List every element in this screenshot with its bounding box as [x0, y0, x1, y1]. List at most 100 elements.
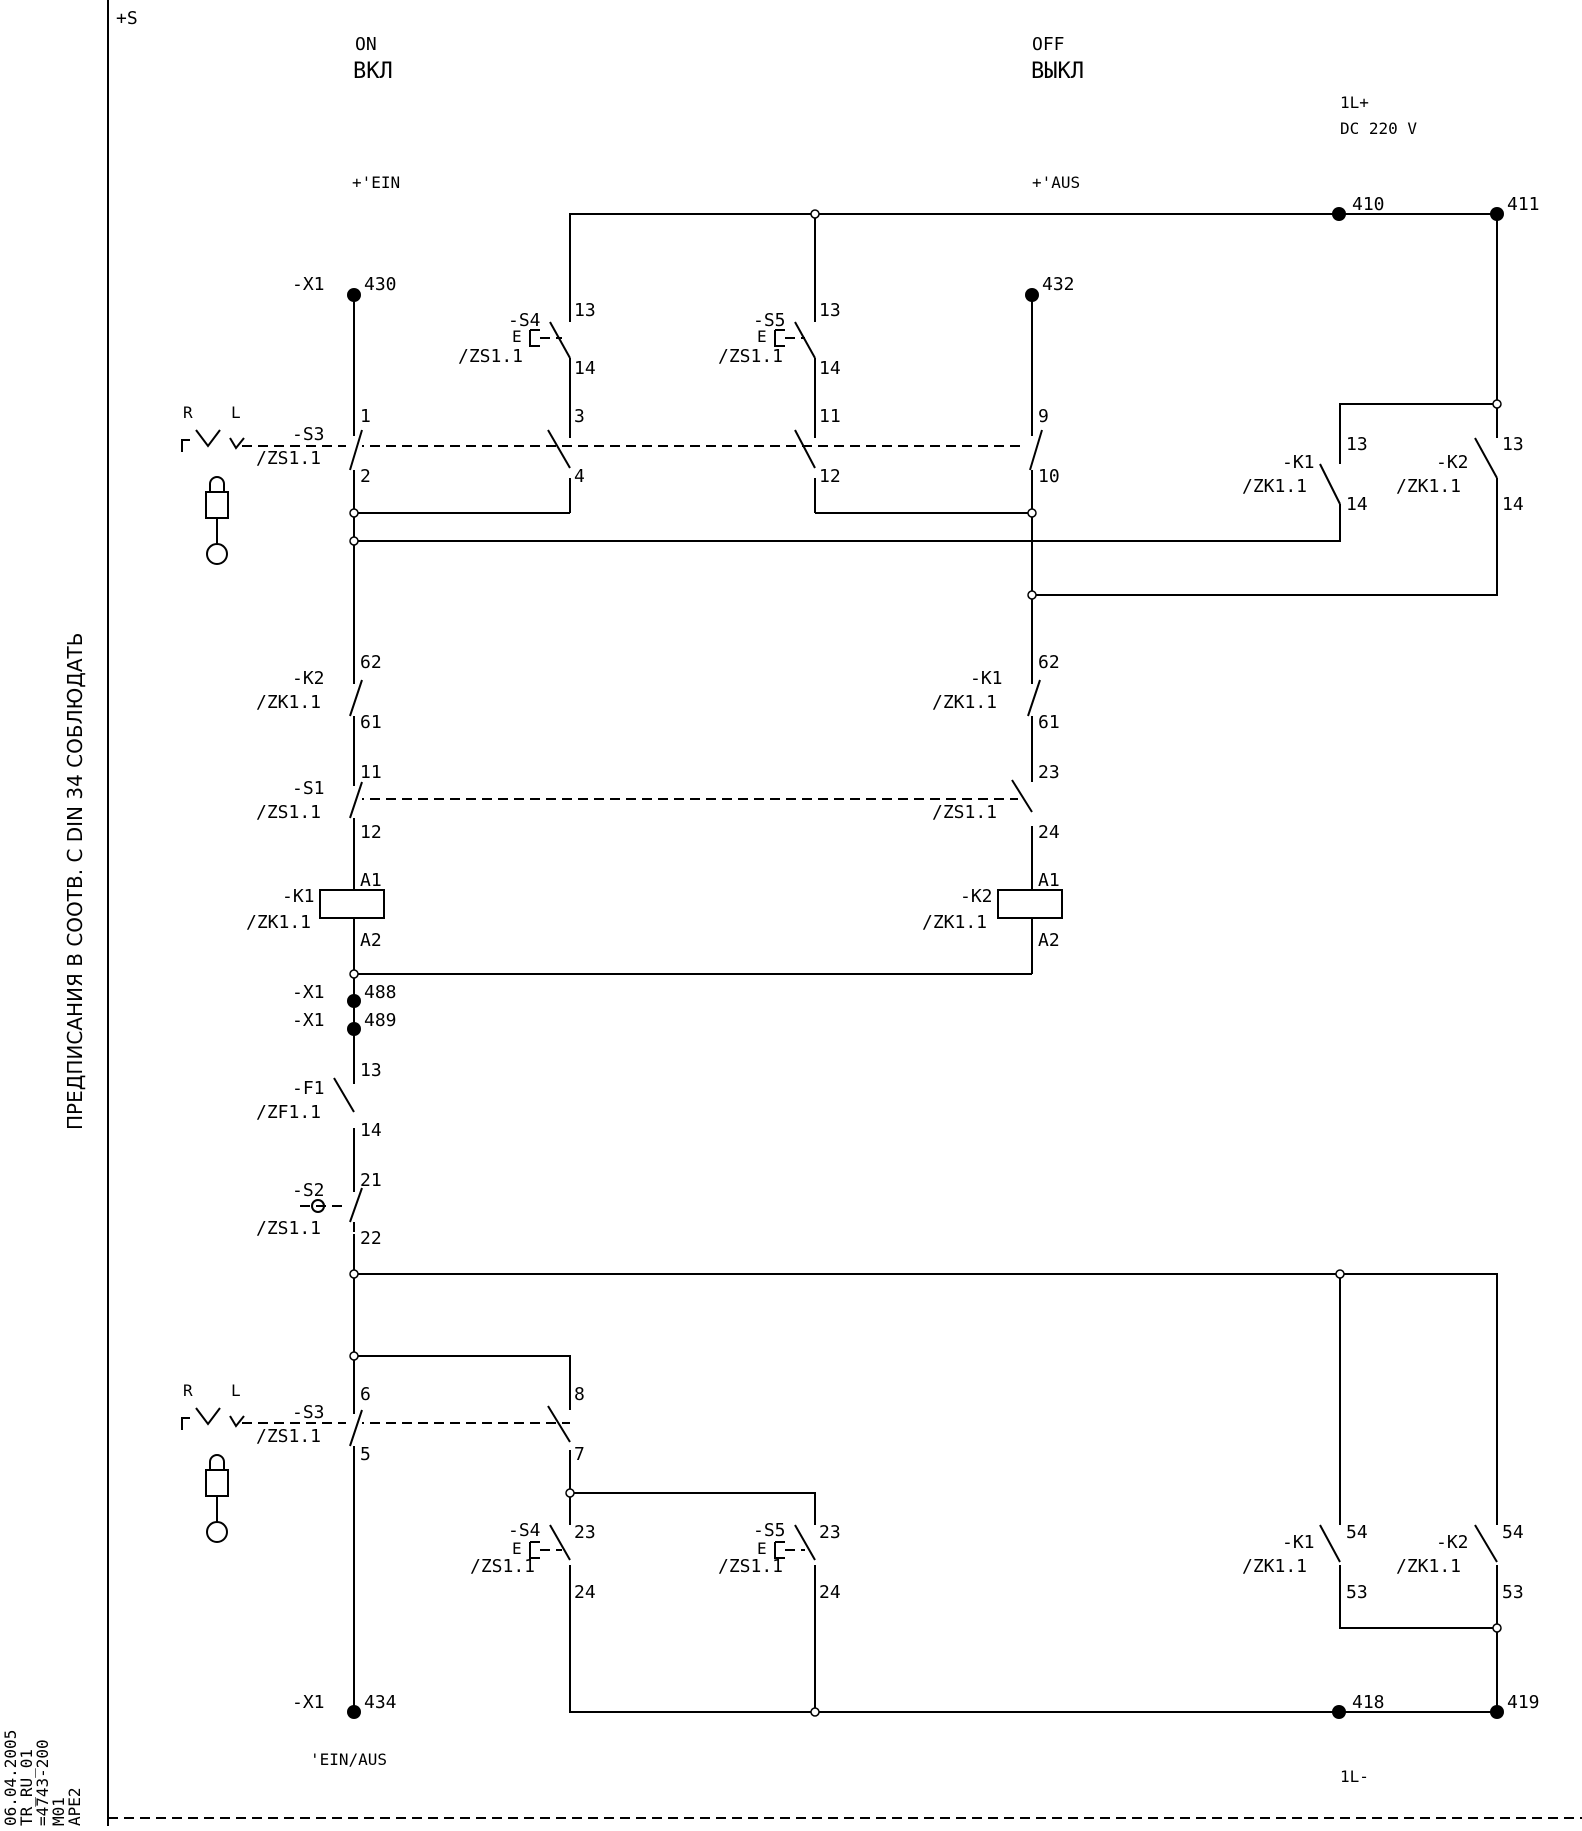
pin-label: A2 — [1038, 930, 1060, 951]
s5-label: -S5 — [753, 310, 786, 331]
key-switch-r-label: R — [183, 403, 193, 422]
k1-no2-label: -K1 — [1282, 1532, 1315, 1553]
key-switch-l-label: L — [231, 403, 241, 422]
on-label: ON — [355, 34, 377, 55]
pin-label: 7 — [574, 1444, 585, 1465]
pin-label: 24 — [1038, 822, 1060, 843]
location-label: +S — [116, 8, 138, 29]
s1-ref: /ZS1.1 — [256, 802, 321, 823]
supply-negative-label: 1L- — [1340, 1767, 1369, 1786]
terminal-419: 419 — [1507, 1692, 1540, 1713]
pin-label: 61 — [1038, 712, 1060, 733]
s3-ref: /ZS1.1 — [256, 448, 321, 469]
pin-label: 54 — [1502, 1522, 1524, 1543]
pin-label: 12 — [360, 822, 382, 843]
s5b-ref: /ZS1.1 — [718, 1556, 783, 1577]
terminal-418: 418 — [1352, 1692, 1385, 1713]
meta-m01: M01 — [49, 1797, 68, 1826]
pin-label: 23 — [819, 1522, 841, 1543]
pin-label: 62 — [1038, 652, 1060, 673]
s4-label: -S4 — [508, 310, 541, 331]
key-switch-l-label-2: L — [231, 1381, 241, 1400]
s2-label: -S2 — [292, 1180, 325, 1201]
pin-label: 4 — [574, 466, 585, 487]
x1-label-434: -X1 — [292, 1692, 325, 1713]
s5b-label: -S5 — [753, 1520, 786, 1541]
pin-label: 53 — [1346, 1582, 1368, 1603]
meta-drawing: TR_RU_01 — [17, 1749, 36, 1826]
meta-ape2: APE2 — [65, 1787, 84, 1826]
s4-e-label: E — [512, 327, 522, 346]
k1-coil — [319, 889, 385, 919]
terminal-411: 411 — [1507, 194, 1540, 215]
k2-nc-ref: /ZK1.1 — [256, 692, 321, 713]
s2-ref: /ZS1.1 — [256, 1218, 321, 1239]
pin-label: 24 — [819, 1582, 841, 1603]
terminal-dots — [347, 207, 1504, 1719]
terminal-410: 410 — [1352, 194, 1385, 215]
supply-positive-label: 1L+ — [1340, 93, 1369, 112]
k1-coil-ref: /ZK1.1 — [246, 912, 311, 933]
s1-label: -S1 — [292, 778, 325, 799]
junction-points — [349, 209, 1502, 1717]
k2-no2-label: -K2 — [1436, 1532, 1469, 1553]
s5b-e-label: E — [757, 1539, 767, 1558]
pin-label: 5 — [360, 1444, 371, 1465]
k1-no2-ref: /ZK1.1 — [1242, 1556, 1307, 1577]
f1-ref: /ZF1.1 — [256, 1102, 321, 1123]
pin-label: 10 — [1038, 466, 1060, 487]
ein-aus-label: 'EIN/AUS — [310, 1750, 387, 1769]
k1-nc-label: -K1 — [970, 668, 1003, 689]
pin-label: 6 — [360, 1384, 371, 1405]
k2-aux-label: -K2 — [1436, 452, 1469, 473]
pin-label: 8 — [574, 1384, 585, 1405]
wires — [353, 213, 1498, 1713]
s3b-label: -S3 — [292, 1402, 325, 1423]
pin-label: 3 — [574, 406, 585, 427]
pin-label: 13 — [360, 1060, 382, 1081]
pin-label: 12 — [819, 466, 841, 487]
s4b-label: -S4 — [508, 1520, 541, 1541]
pin-label: 9 — [1038, 406, 1049, 427]
key-switch-r-label-2: R — [183, 1381, 193, 1400]
k1-nc-ref: /ZK1.1 — [932, 692, 997, 713]
s1-ref-right: /ZS1.1 — [932, 802, 997, 823]
pin-label: 21 — [360, 1170, 382, 1191]
k2-coil-ref: /ZK1.1 — [922, 912, 987, 933]
pushbutton-symbols — [529, 329, 805, 1559]
terminal-434: 434 — [364, 1692, 397, 1713]
k2-coil-label: -K2 — [960, 886, 993, 907]
pin-label: 1 — [360, 406, 371, 427]
pin-label: 11 — [819, 406, 841, 427]
k2-aux-ref: /ZK1.1 — [1396, 476, 1461, 497]
k1-aux-label: -K1 — [1282, 452, 1315, 473]
x1-label-489: -X1 — [292, 1010, 325, 1031]
s5-e-label: E — [757, 327, 767, 346]
pin-label: A2 — [360, 930, 382, 951]
pin-label: 24 — [574, 1582, 596, 1603]
pin-label: 23 — [1038, 762, 1060, 783]
s4b-ref: /ZS1.1 — [470, 1556, 535, 1577]
pin-label: 13 — [819, 300, 841, 321]
s5-ref: /ZS1.1 — [718, 346, 783, 367]
f1-label: -F1 — [292, 1078, 325, 1099]
pin-label: 14 — [1502, 494, 1524, 515]
k2-nc-label: -K2 — [292, 668, 325, 689]
pin-label: A1 — [1038, 870, 1060, 891]
on-label-ru: ВКЛ — [353, 59, 393, 84]
pin-label: 14 — [574, 358, 596, 379]
din-note: ПРЕДПИСАНИЯ В СООТВ. С DIN 34 СОБЛЮДАТЬ — [63, 633, 87, 1131]
contacts — [311, 321, 1498, 1563]
meta-code: =4743-200 — [33, 1739, 52, 1826]
k1-aux-ref: /ZK1.1 — [1242, 476, 1307, 497]
x1-label-430: -X1 — [292, 274, 325, 295]
pin-label: 61 — [360, 712, 382, 733]
terminal-432: 432 — [1042, 274, 1075, 295]
off-label-ru: ВЫКЛ — [1031, 59, 1084, 84]
terminal-488: 488 — [364, 982, 397, 1003]
aus-label: +'AUS — [1032, 173, 1080, 192]
key-switch-symbol-bottom — [181, 1407, 245, 1543]
pin-label: 14 — [1346, 494, 1368, 515]
